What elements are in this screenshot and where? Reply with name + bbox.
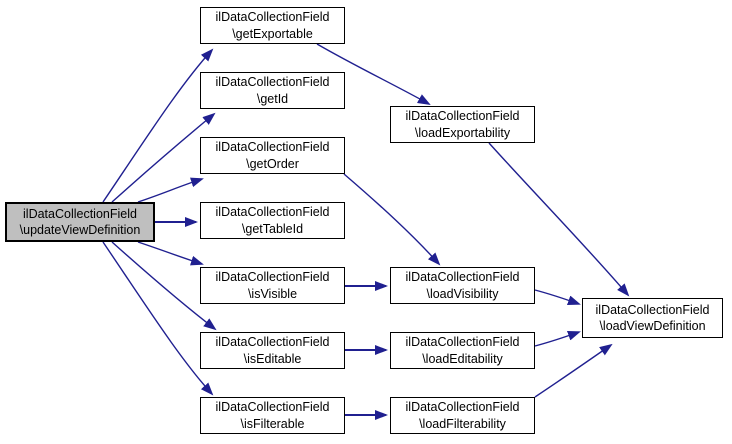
- node-label-class: ilDataCollectionField: [595, 302, 710, 317]
- edge-loadVisibility-to-loadViewDefinition: [534, 289, 581, 306]
- edge-updateViewDefinition-to-isVisible: [137, 241, 204, 266]
- node-label-method: \isVisible: [247, 286, 298, 301]
- node-label-class: ilDataCollectionField: [215, 335, 330, 350]
- node-getOrder[interactable]: ilDataCollectionField \getOrder: [200, 137, 345, 174]
- node-isVisible[interactable]: ilDataCollectionField \isVisible: [200, 267, 345, 304]
- node-label-class: ilDataCollectionField: [215, 10, 330, 25]
- node-isFilterable[interactable]: ilDataCollectionField \isFilterable: [200, 397, 345, 434]
- node-label-method: \getExportable: [232, 26, 313, 41]
- node-label-method: \getId: [256, 91, 289, 106]
- edge-getExportable-to-loadExportability: [316, 43, 431, 105]
- node-label-method: \updateViewDefinition: [19, 223, 141, 237]
- node-getTableId[interactable]: ilDataCollectionField \getTableId: [200, 202, 345, 239]
- node-label-class: ilDataCollectionField: [405, 400, 520, 415]
- node-label-class: ilDataCollectionField: [215, 270, 330, 285]
- node-label-class: ilDataCollectionField: [215, 140, 330, 155]
- edge-loadFilterability-to-loadViewDefinition: [534, 343, 613, 398]
- edge-updateViewDefinition-to-getExportable: [102, 48, 214, 203]
- node-label-method: \getOrder: [246, 156, 299, 171]
- node-label-method: \isFilterable: [240, 416, 305, 431]
- edge-updateViewDefinition-to-getOrder: [137, 177, 204, 203]
- edge-updateViewDefinition-to-isEditable: [111, 241, 217, 331]
- node-getId[interactable]: ilDataCollectionField \getId: [200, 72, 345, 109]
- edge-updateViewDefinition-to-isFilterable: [102, 241, 214, 396]
- node-loadEditability[interactable]: ilDataCollectionField \loadEditability: [390, 332, 535, 369]
- node-loadFilterability[interactable]: ilDataCollectionField \loadFilterability: [390, 397, 535, 434]
- node-isEditable[interactable]: ilDataCollectionField \isEditable: [200, 332, 345, 369]
- node-loadViewDefinition[interactable]: ilDataCollectionField \loadViewDefinitio…: [582, 298, 723, 338]
- node-loadVisibility[interactable]: ilDataCollectionField \loadVisibility: [390, 267, 535, 304]
- node-label-class: ilDataCollectionField: [215, 75, 330, 90]
- node-label-class: ilDataCollectionField: [23, 206, 137, 221]
- node-label-class: ilDataCollectionField: [405, 335, 520, 350]
- node-label-method: \getTableId: [241, 221, 304, 236]
- node-label-method: \loadEditability: [422, 351, 503, 366]
- node-label-class: ilDataCollectionField: [405, 270, 520, 285]
- node-loadExportability[interactable]: ilDataCollectionField \loadExportability: [390, 106, 535, 143]
- edge-getOrder-to-loadVisibility: [343, 173, 441, 266]
- edge-loadEditability-to-loadViewDefinition: [534, 330, 581, 347]
- node-label-class: ilDataCollectionField: [215, 400, 330, 415]
- node-label-method: \loadExportability: [414, 125, 511, 140]
- node-label-class: ilDataCollectionField: [405, 109, 520, 124]
- node-label-method: \loadVisibility: [426, 286, 499, 301]
- node-label-method: \isEditable: [243, 351, 302, 366]
- node-getExportable[interactable]: ilDataCollectionField \getExportable: [200, 7, 345, 44]
- node-label-method: \loadViewDefinition: [599, 319, 706, 333]
- node-label-class: ilDataCollectionField: [215, 205, 330, 220]
- node-label-method: \loadFilterability: [419, 416, 506, 431]
- edge-updateViewDefinition-to-getId: [111, 112, 216, 203]
- node-updateViewDefinition[interactable]: ilDataCollectionField \updateViewDefinit…: [5, 202, 155, 242]
- edge-loadExportability-to-loadViewDefinition: [488, 142, 630, 297]
